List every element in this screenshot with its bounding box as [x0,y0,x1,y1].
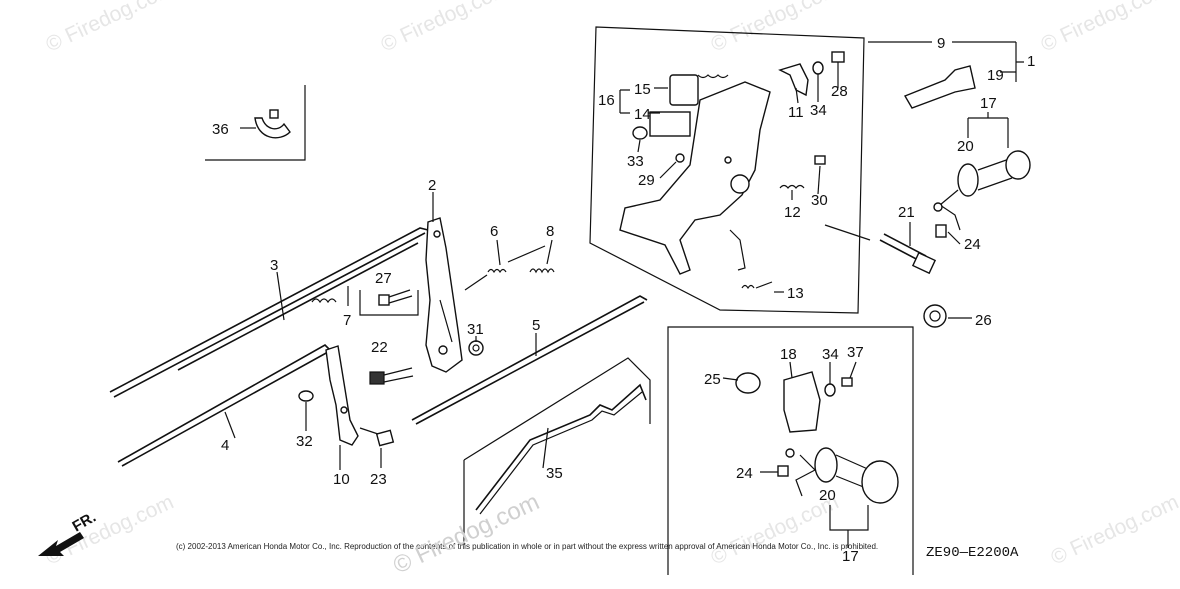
control-bracket [619,51,845,290]
watermark-layer: © Firedog.com © Firedog.com © Firedog.co… [42,0,1180,570]
watermark: © Firedog.com [1037,0,1172,57]
callout-28: 28 [831,83,848,100]
callout-13: 13 [787,285,804,302]
callout-34b: 34 [822,346,839,363]
callout-9: 9 [937,35,945,52]
callout-20: 20 [957,138,974,155]
callout-7: 7 [343,312,351,329]
callout-21: 21 [898,204,915,221]
callout-37: 37 [847,344,864,361]
callout-24b: 24 [736,465,753,482]
callout-16: 16 [598,92,615,109]
callout-19: 19 [987,67,1004,84]
callout-15: 15 [634,81,651,98]
callout-23: 23 [370,471,387,488]
callout-26: 26 [975,312,992,329]
callout-17: 17 [980,95,997,112]
copyright-notice: (c) 2002-2013 American Honda Motor Co., … [176,542,878,551]
callout-12: 12 [784,204,801,221]
throttle-arm-part [325,345,359,446]
callout-29: 29 [638,172,655,189]
center-watermark: © Firedog.com [389,488,543,579]
callout-2: 2 [428,177,436,194]
callout-6: 6 [490,223,498,240]
linkage-rods [109,227,648,515]
callout-34: 34 [810,102,827,119]
callout-27: 27 [375,270,392,287]
callout-4: 4 [221,437,229,454]
callout-5: 5 [532,317,540,334]
callout-35: 35 [546,465,563,482]
callout-24: 24 [964,236,981,253]
callout-20b: 20 [819,487,836,504]
callout-labels: 3 7 27 2 6 8 31 5 22 4 32 10 23 35 36 16… [212,35,1035,565]
switch-parts [735,65,1031,504]
group-frames [205,26,914,575]
lever-part [425,217,463,373]
callout-8: 8 [546,223,554,240]
front-arrow-icon [38,532,84,556]
callout-32: 32 [296,433,313,450]
callout-14: 14 [634,106,651,123]
callout-25: 25 [704,371,721,388]
callout-17b: 17 [842,548,859,565]
callout-36: 36 [212,121,229,138]
callout-3: 3 [270,257,278,274]
watermark: © Firedog.com [377,0,512,57]
diagram-code: ZE90—E2200A [926,545,1019,561]
callout-30: 30 [811,192,828,209]
callout-1: 1 [1027,53,1035,70]
watermark: © Firedog.com [42,490,177,569]
callout-22: 22 [371,339,388,356]
watermark: © Firedog.com [42,0,177,57]
fasteners [254,109,484,447]
watermark: © Firedog.com [707,0,842,57]
callout-18: 18 [780,346,797,363]
callout-33: 33 [627,153,644,170]
callout-11: 11 [788,104,804,121]
callout-31: 31 [467,321,484,338]
watermark: © Firedog.com [1047,490,1180,569]
callout-10: 10 [333,471,350,488]
leader-lines [224,41,1024,548]
